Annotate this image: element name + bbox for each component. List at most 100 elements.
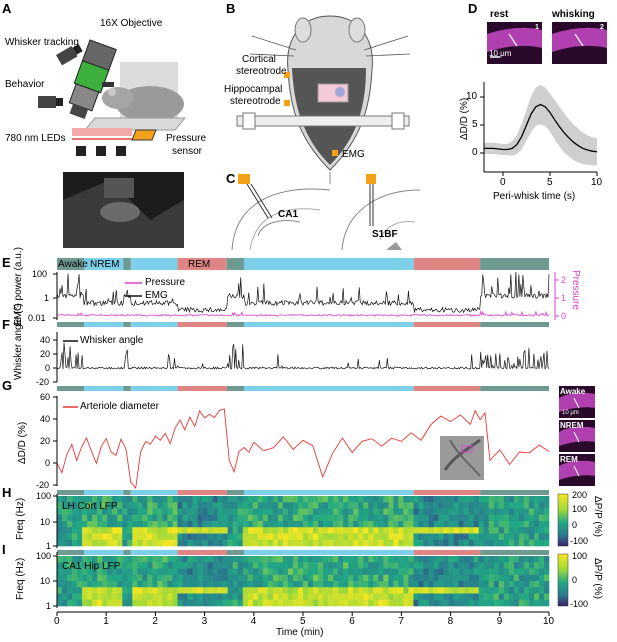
h-cells-cell: [57, 496, 63, 503]
i-cells-cell: [363, 587, 369, 594]
i-cells-cell: [192, 581, 198, 588]
behavior-label: Behavior: [5, 79, 45, 90]
h-cells-cell: [262, 496, 269, 503]
i-cells-cell: [353, 562, 359, 569]
i-cells-cell: [413, 562, 419, 569]
h-cb-100: 100: [572, 504, 588, 514]
i-cells-cell: [107, 562, 113, 569]
h-cells-cell: [182, 521, 188, 528]
h-cells-cell: [67, 508, 73, 516]
i-cells-cell: [488, 574, 495, 582]
h-cells-cell: [67, 496, 73, 503]
time-tick-label-4: 4: [250, 616, 257, 627]
h-cells-cell: [523, 502, 530, 509]
hypnogram-segment-3-5: [226, 490, 244, 495]
h-cells-cell: [443, 508, 449, 516]
i-cells-cell: [533, 556, 540, 563]
i-cells-cell: [247, 556, 254, 563]
h-cells-cell: [172, 539, 178, 547]
h-cells-cell: [343, 533, 349, 541]
h-cells-cell: [393, 508, 399, 516]
i-cells-cell: [232, 593, 239, 601]
h-cells-cell: [152, 539, 158, 547]
h-cells-cell: [147, 502, 153, 509]
i-cells-cell: [222, 581, 228, 588]
i-cells-cell: [483, 581, 490, 588]
h-cells-cell: [398, 514, 404, 522]
i-cells-cell: [82, 599, 88, 607]
h-cells-cell: [443, 527, 449, 534]
i-cells-cell: [117, 562, 123, 569]
h-legend: LH Cort LFP: [62, 501, 118, 512]
h-cells-cell: [202, 533, 208, 541]
h-cells-cell: [182, 539, 188, 547]
i-cells-cell: [383, 593, 389, 601]
h-cells-cell: [87, 508, 93, 516]
h-cells-cell: [237, 527, 244, 534]
i-cells-cell: [122, 556, 128, 563]
i-cells-cell: [543, 556, 550, 563]
h-cells-cell: [318, 521, 324, 528]
image-badge-2: 2: [600, 24, 604, 31]
h-cells-cell: [182, 527, 188, 534]
i-cells-cell: [473, 593, 480, 601]
h-cells-cell: [413, 496, 419, 503]
h-cells-cell: [438, 521, 444, 528]
h-cells-cell: [488, 527, 495, 534]
i-cells-cell: [147, 568, 153, 576]
i-cells-cell: [152, 599, 158, 607]
i-cells-cell: [252, 587, 259, 594]
i-cells-cell: [257, 599, 264, 607]
i-cells-cell: [488, 599, 495, 607]
h-cells-cell: [292, 514, 299, 522]
i-cells-cell: [488, 568, 495, 576]
h-cells-cell: [373, 514, 379, 522]
i-cells-cell: [252, 574, 259, 582]
cortical-label-1: Cortical: [242, 54, 276, 65]
h-cells-cell: [338, 521, 344, 528]
i-cells-cell: [127, 593, 133, 601]
h-cells-cell: [202, 514, 208, 522]
i-cells-cell: [353, 587, 359, 594]
i-cells-cell: [142, 568, 148, 576]
i-cells-cell: [287, 599, 294, 607]
i-cells-cell: [373, 599, 379, 607]
h-cells-cell: [117, 539, 123, 547]
g-ytick-40: 40: [40, 414, 51, 424]
i-cells-cell: [202, 593, 208, 601]
h-cells-cell: [172, 521, 178, 528]
h-cells-cell: [282, 533, 289, 541]
h-cells-cell: [348, 521, 354, 528]
h-cells-cell: [318, 539, 324, 547]
i-cells-cell: [328, 568, 334, 576]
h-cells-cell: [448, 521, 454, 528]
i-cells-cell: [353, 574, 359, 582]
h-cells-cell: [267, 496, 274, 503]
i-cells-cell: [453, 568, 459, 576]
i-cells-cell: [107, 581, 113, 588]
i-cells-cell: [323, 574, 329, 582]
h-cells-cell: [518, 502, 525, 509]
h-cells-cell: [207, 521, 213, 528]
i-cells-cell: [192, 599, 198, 607]
i-cells-cell: [122, 568, 128, 576]
i-cells-cell: [157, 581, 163, 588]
h-cells-cell: [102, 502, 108, 509]
i-cells-cell: [137, 556, 143, 563]
i-ytick-100: 100: [36, 551, 52, 561]
i-cells-cell: [212, 593, 218, 601]
h-cells-cell: [152, 514, 158, 522]
h-cells-cell: [272, 521, 279, 528]
i-cells-cell: [192, 587, 198, 594]
i-cells-cell: [162, 599, 168, 607]
h-cells-cell: [237, 508, 244, 516]
i-cells-cell: [252, 599, 259, 607]
i-cells-cell: [277, 574, 284, 582]
i-cells-cell: [247, 574, 254, 582]
i-cells-cell: [398, 574, 404, 582]
i-cells-cell: [468, 568, 474, 576]
i-cells-cell: [468, 593, 474, 601]
h-cells-cell: [443, 514, 449, 522]
i-cells-cell: [127, 587, 133, 594]
i-cells-cell: [222, 562, 228, 569]
